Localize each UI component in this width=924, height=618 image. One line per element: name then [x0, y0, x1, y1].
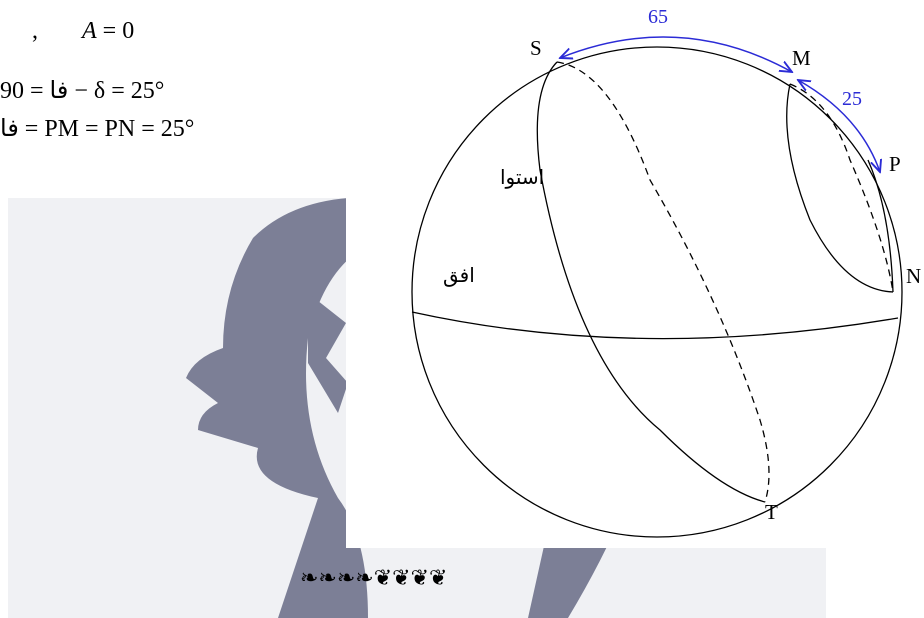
equator-circle-back — [556, 61, 770, 503]
ornament-divider: ❧❧❧❧❦❦❦❦ — [300, 566, 448, 591]
equation-azimuth-symbol: A — [82, 18, 97, 44]
equation-line-2-text: = 90 − δ = 25° — [0, 78, 165, 104]
equation-azimuth-value: = 0 — [102, 18, 135, 44]
equation-line-3: فا = PM = PN = 25° — [0, 114, 194, 143]
sphere-outline — [411, 46, 903, 538]
horizon-label: افق — [443, 263, 475, 287]
equator-label: استوا — [500, 165, 545, 189]
equation-line-2-label: فا — [49, 76, 69, 104]
equation-line-3-text: = PM = PN = 25° — [24, 116, 195, 142]
equation-comma: , — [32, 18, 38, 44]
point-S-label: S — [530, 36, 542, 60]
point-N-label: N — [906, 264, 922, 288]
point-T-label: T — [765, 500, 778, 524]
arc-MP-label: 25 — [842, 88, 862, 110]
celestial-sphere-diagram: S M P N T 65 25 استوا افق — [346, 0, 924, 548]
arc-M-P — [798, 80, 880, 172]
point-M-label: M — [792, 46, 811, 70]
equator-circle-front — [536, 61, 766, 503]
arc-S-M — [560, 36, 792, 72]
arc-SM-label: 65 — [648, 6, 668, 28]
equation-azimuth: , A = 0 — [32, 18, 134, 45]
small-circle-front — [786, 83, 894, 293]
equation-line-3-label: فا — [0, 114, 19, 142]
celestial-sphere-svg — [411, 36, 903, 538]
point-P-label: P — [889, 152, 901, 176]
horizon-circle — [411, 311, 899, 340]
equation-line-2: فا = 90 − δ = 25° — [0, 76, 164, 105]
